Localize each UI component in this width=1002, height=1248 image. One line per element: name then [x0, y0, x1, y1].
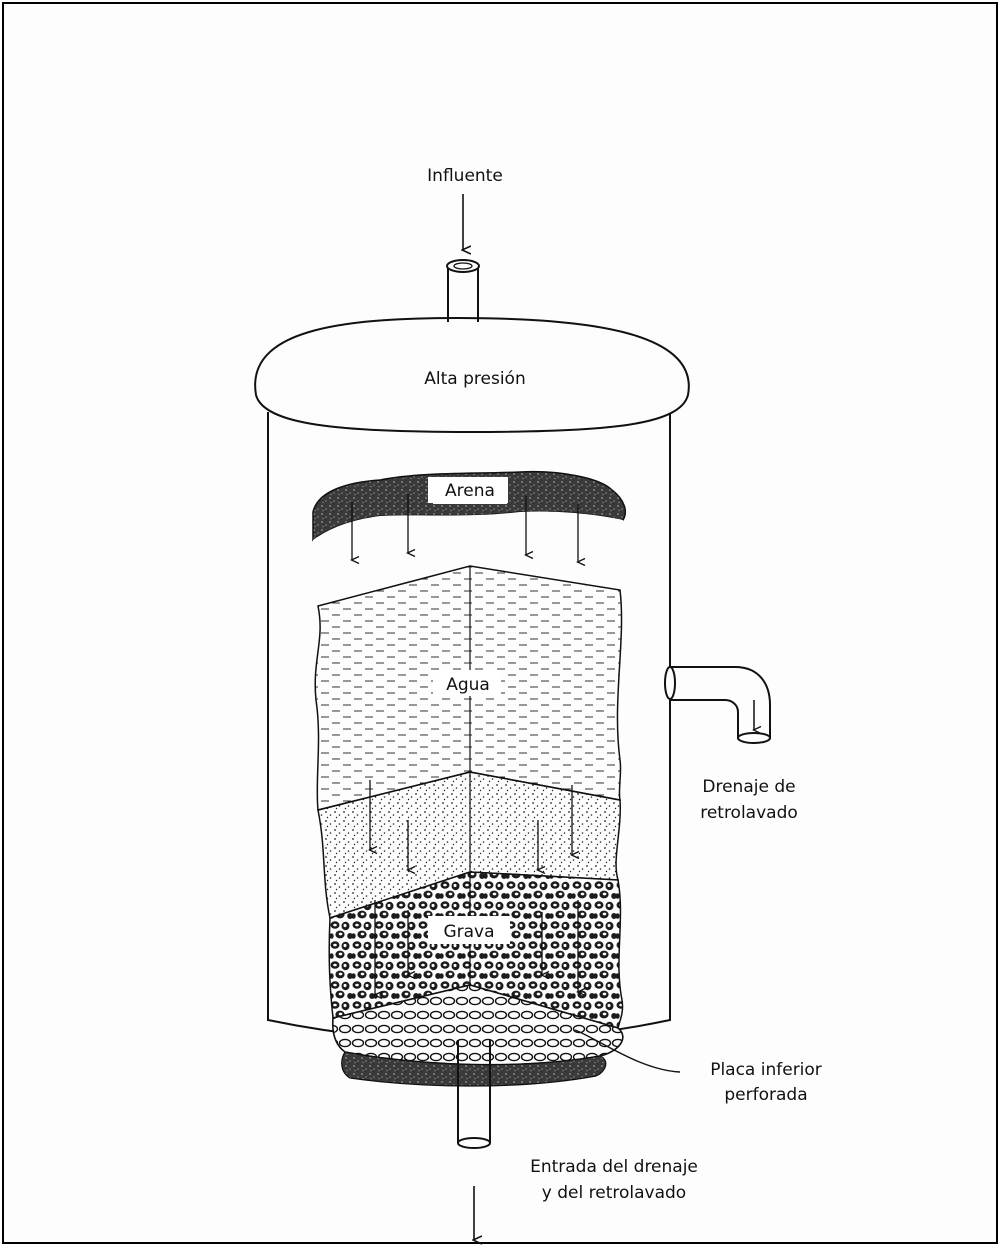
label-influent: Influente	[427, 166, 503, 186]
inlet-pipe	[447, 260, 479, 322]
label-gravel: Grava	[443, 922, 494, 942]
label-sand: Arena	[445, 481, 495, 501]
label-plate-1: Placa inferior	[710, 1060, 822, 1080]
label-plate-2: perforada	[724, 1085, 807, 1105]
label-water: Agua	[446, 675, 490, 695]
label-backwash-drain-2: retrolavado	[700, 803, 798, 823]
label-inlet-2: y del retrolavado	[542, 1183, 686, 1203]
label-high-pressure: Alta presión	[424, 369, 525, 389]
label-backwash-drain-1: Drenaje de	[702, 777, 795, 797]
label-inlet-1: Entrada del drenaje	[530, 1157, 698, 1177]
